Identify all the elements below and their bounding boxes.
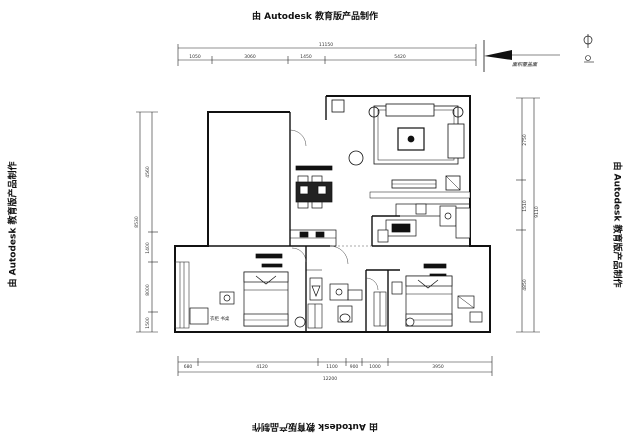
dim-bottom-seg-5: 1000 [369,364,381,370]
dim-bottom-total: 12200 [323,376,337,382]
north-arrow-icon [483,34,594,72]
door-swings [289,129,379,291]
dim-top-seg-3: 1450 [300,54,312,60]
exterior-walls [174,95,491,333]
dim-left-seg-3: 8000 [145,284,151,296]
balcony-left [174,261,190,329]
dim-left-total: 8530 [134,216,140,228]
dim-top-total: 11150 [319,42,333,48]
top-dimension-chain [177,44,477,66]
bedroom-left-furniture [189,253,306,328]
left-dimension-chain [136,111,158,333]
bathroom-fixtures [306,269,363,323]
dim-bottom-seg-1: 680 [184,364,193,370]
dining-furniture [289,165,337,247]
dim-bottom-seg-4: 900 [350,364,359,370]
dim-right-seg-3: 4850 [522,279,528,291]
kitchen-furniture [377,203,471,243]
room-note: 衣柜 书桌 [210,315,230,322]
north-label: 面积覆盖面 [512,61,538,68]
dim-bottom-seg-2: 4120 [256,364,268,370]
right-dimension-chain [516,97,540,333]
bedroom-right-furniture [391,263,483,327]
dim-top-seg-2: 3060 [244,54,256,60]
dim-top-seg-1: 1050 [189,54,201,60]
interior-walls [208,96,470,332]
dim-top-seg-4: 5420 [394,54,406,60]
dim-left-seg-1: 4560 [145,166,151,178]
dim-left-seg-2: 1400 [145,242,151,254]
dim-right-seg-2: 1510 [522,200,528,212]
bottom-dimension-chain [177,356,493,376]
dim-bottom-seg-3: 1100 [326,364,338,370]
dim-bottom-seg-6: 3950 [432,364,444,370]
dim-right-total: 9110 [534,206,540,218]
dim-left-seg-4: 1500 [145,317,151,329]
watermark-top: 由 Autodesk 教育版产品制作 [251,12,378,22]
wardrobes [307,291,387,329]
dim-right-seg-1: 2750 [522,134,528,146]
living-room-furniture [331,99,471,199]
